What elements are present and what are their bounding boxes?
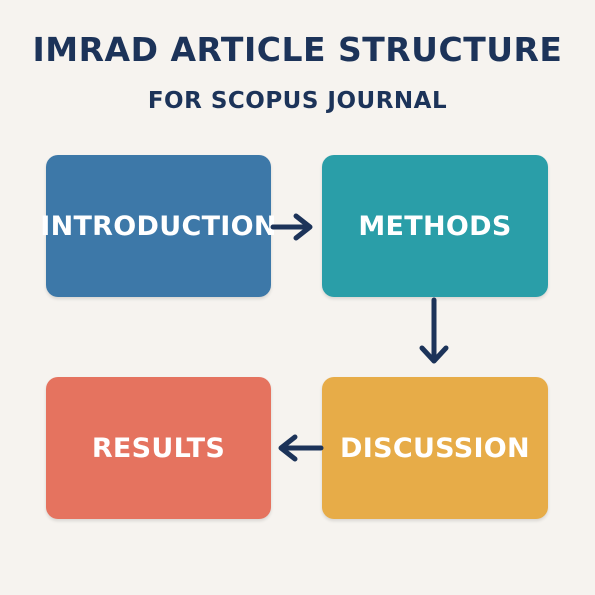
- diagram-title: IMRAD ARTICLE STRUCTURE: [32, 30, 563, 69]
- arrow-discussion-to-results: [278, 434, 324, 462]
- diagram-subtitle: FOR SCOPUS JOURNAL: [147, 88, 448, 114]
- methods-box: METHODS: [322, 155, 548, 297]
- methods-label: METHODS: [358, 210, 512, 242]
- discussion-box: DISCUSSION: [322, 377, 548, 519]
- results-box: RESULTS: [46, 377, 271, 519]
- introduction-box: INTRODUCTION: [40, 155, 276, 297]
- introduction-label: INTRODUCTION: [40, 210, 277, 242]
- arrow-methods-to-discussion: [419, 297, 449, 364]
- discussion-label: DISCUSSION: [340, 432, 530, 464]
- arrow-introduction-to-methods: [270, 213, 313, 241]
- results-label: RESULTS: [91, 432, 226, 464]
